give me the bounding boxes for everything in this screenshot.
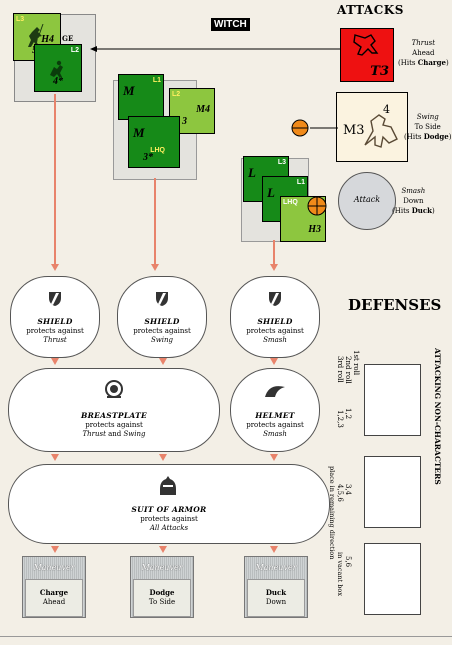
attack-counter-thrust[interactable]: T3 (340, 28, 394, 82)
shield-icon (156, 292, 168, 306)
shield-smash-box[interactable]: SHIELD protects against Smash (230, 276, 320, 358)
arrow-head (270, 264, 278, 271)
attack-label-thrust: Thrust Ahead (Hits Charge) (398, 39, 449, 67)
arrow-line (54, 94, 56, 266)
breastplate-box[interactable]: BREASTPLATE protects against Thrust and … (8, 368, 220, 452)
counter-stack-a-bottom[interactable]: L2 4* (34, 44, 82, 92)
attack-counter-swing[interactable]: M3 4 (336, 92, 408, 162)
place-text: place in remaining direction (328, 466, 336, 560)
bottom-rule (0, 636, 452, 637)
side-heading: ATTACKING NON-CHARACTERS (433, 348, 442, 485)
arrow-head (151, 264, 159, 271)
monster-figure-icon (353, 34, 379, 56)
counter-stack-c-3[interactable]: LHQ H3 (280, 196, 326, 242)
knight-figure-icon (28, 24, 44, 47)
arrow-head (159, 358, 167, 365)
partial-label: GE (62, 34, 74, 43)
shield-thrust-box[interactable]: SHIELD protects against Thrust (10, 276, 100, 358)
roll-value-1b: 1,2,3 (336, 410, 344, 428)
roll-label-1: 1st roll (352, 350, 360, 376)
counter-stack-a-top[interactable]: L3 H4 5 (13, 13, 61, 61)
arrow-head (270, 358, 278, 365)
helmet-box[interactable]: HELMET protects against Smash (230, 368, 320, 452)
non-character-box-1[interactable] (364, 364, 421, 436)
roll-value-1: 1,2 (344, 408, 352, 420)
swing-connector (291, 119, 338, 137)
armor-helm-icon (160, 476, 176, 495)
roll-value-2: 3,4 (344, 484, 352, 496)
arrow-head (51, 264, 59, 271)
roll-label-3: 3rd roll (336, 356, 344, 383)
counter-stack-b-1[interactable]: M L1 (118, 74, 164, 120)
arrow-head (159, 546, 167, 553)
arrow-line (273, 240, 275, 266)
arrow-head (51, 358, 59, 365)
shield-icon (49, 292, 61, 306)
counter-stack-b-3[interactable]: M LHQ 3* (128, 116, 180, 168)
dragon-figure-icon (364, 114, 398, 148)
witch-connector (90, 46, 348, 52)
defenses-title: DEFENSES (348, 296, 442, 314)
attack-label-swing: Swing To Side (Hits Dodge) (404, 113, 452, 141)
arrow-head (270, 546, 278, 553)
arrow-head (51, 454, 59, 461)
breastplate-icon (105, 380, 123, 398)
arrow-head (270, 454, 278, 461)
roll-value-3: 5,6 (344, 556, 352, 568)
arrow-head (159, 454, 167, 461)
attack-circle-smash[interactable]: Attack (338, 172, 396, 230)
knight-figure-icon (50, 60, 63, 77)
roll-label-2: 2nd roll (344, 356, 352, 384)
witch-label: WITCH (211, 18, 250, 31)
shield-swing-box[interactable]: SHIELD protects against Swing (117, 276, 207, 358)
target-marker-icon[interactable] (307, 196, 327, 216)
suit-of-armor-box[interactable]: SUIT OF ARMOR protects against All Attac… (8, 464, 330, 544)
arrow-line (154, 178, 156, 266)
non-character-box-3[interactable] (364, 543, 421, 615)
attack-label-smash: Smash Down (Hits Duck) (392, 187, 435, 215)
vacant-text: in vacant box (336, 552, 344, 596)
arrow-head (51, 546, 59, 553)
non-character-box-2[interactable] (364, 456, 421, 528)
attacks-title: ATTACKS (337, 3, 404, 17)
roll-value-2b: 4,5,6 (336, 484, 344, 502)
helmet-icon (265, 386, 285, 397)
shield-icon (269, 292, 281, 306)
